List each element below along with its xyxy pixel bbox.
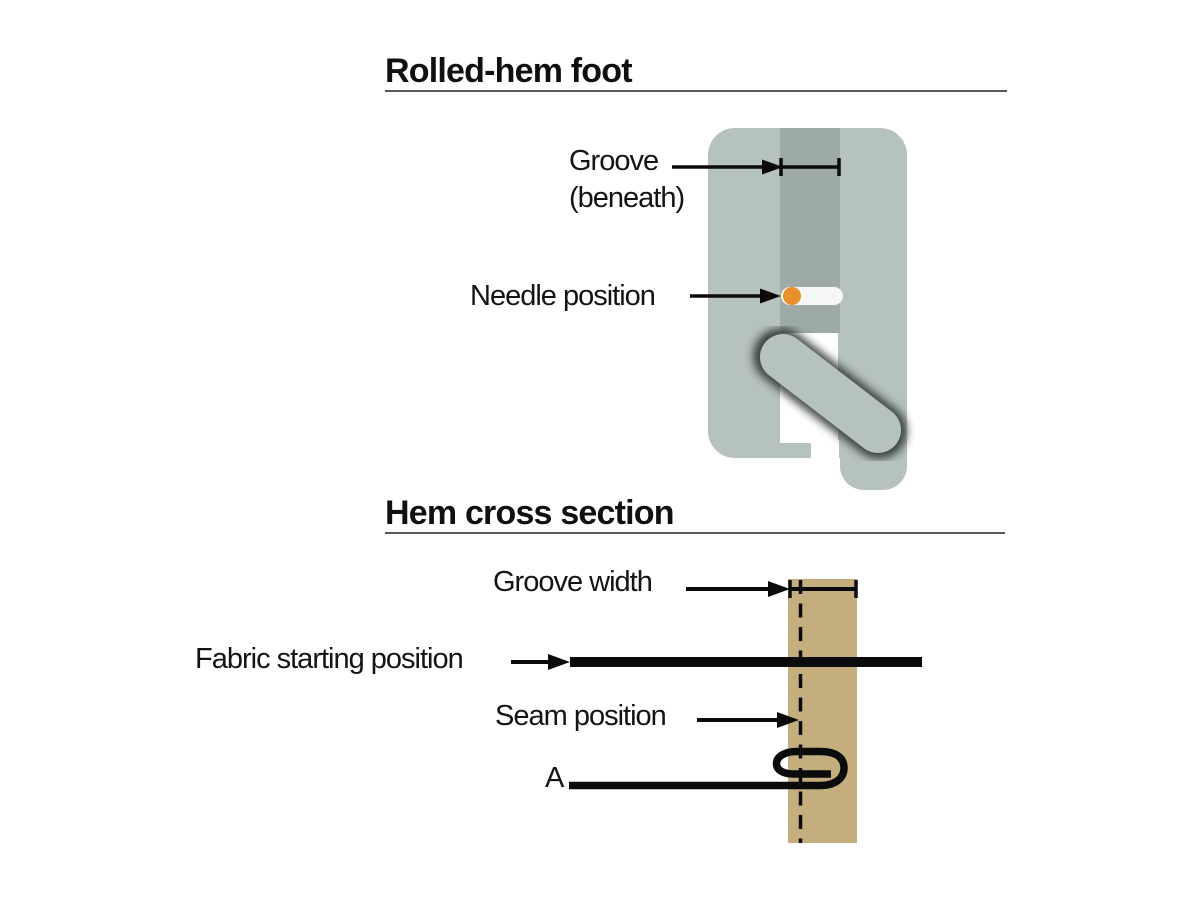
- hem-cross-section-graphics: [511, 579, 922, 843]
- groove-dimension: [672, 158, 841, 176]
- needle-pointer: [690, 288, 781, 304]
- groove-width-label: Groove width: [493, 566, 653, 598]
- presser-foot-illustration: [708, 128, 907, 490]
- groove-label-line2: (beneath): [569, 182, 685, 214]
- needle-position-label: Needle position: [470, 280, 656, 312]
- point-a-label: A: [545, 762, 564, 794]
- seam-arrowhead-icon: [777, 712, 799, 728]
- foot-bottom-gap: [811, 440, 839, 490]
- cross-section-title: Hem cross section: [385, 495, 1005, 534]
- seam-pointer: [697, 712, 799, 728]
- seam-position-label: Seam position: [495, 700, 667, 732]
- fabric-start-arrowhead-icon: [548, 654, 570, 670]
- fabric-start-pointer: [511, 654, 570, 670]
- scroll-curl-bar: [760, 334, 901, 453]
- groove-label: Groove (beneath): [569, 143, 685, 217]
- needle-position-dot: [783, 287, 801, 305]
- groove-label-line1: Groove: [569, 145, 659, 177]
- foot-section-title: Rolled-hem foot: [385, 53, 1007, 92]
- fabric-start-label: Fabric starting position: [195, 643, 464, 675]
- groove-width-arrowhead-icon: [768, 581, 790, 597]
- needle-arrowhead-icon: [760, 288, 781, 304]
- fabric-start-bar: [570, 657, 922, 667]
- hem-fabric-column: [788, 579, 857, 843]
- groove-arrowhead-icon: [762, 159, 783, 175]
- rolled-hem-curl-line: [569, 747, 848, 790]
